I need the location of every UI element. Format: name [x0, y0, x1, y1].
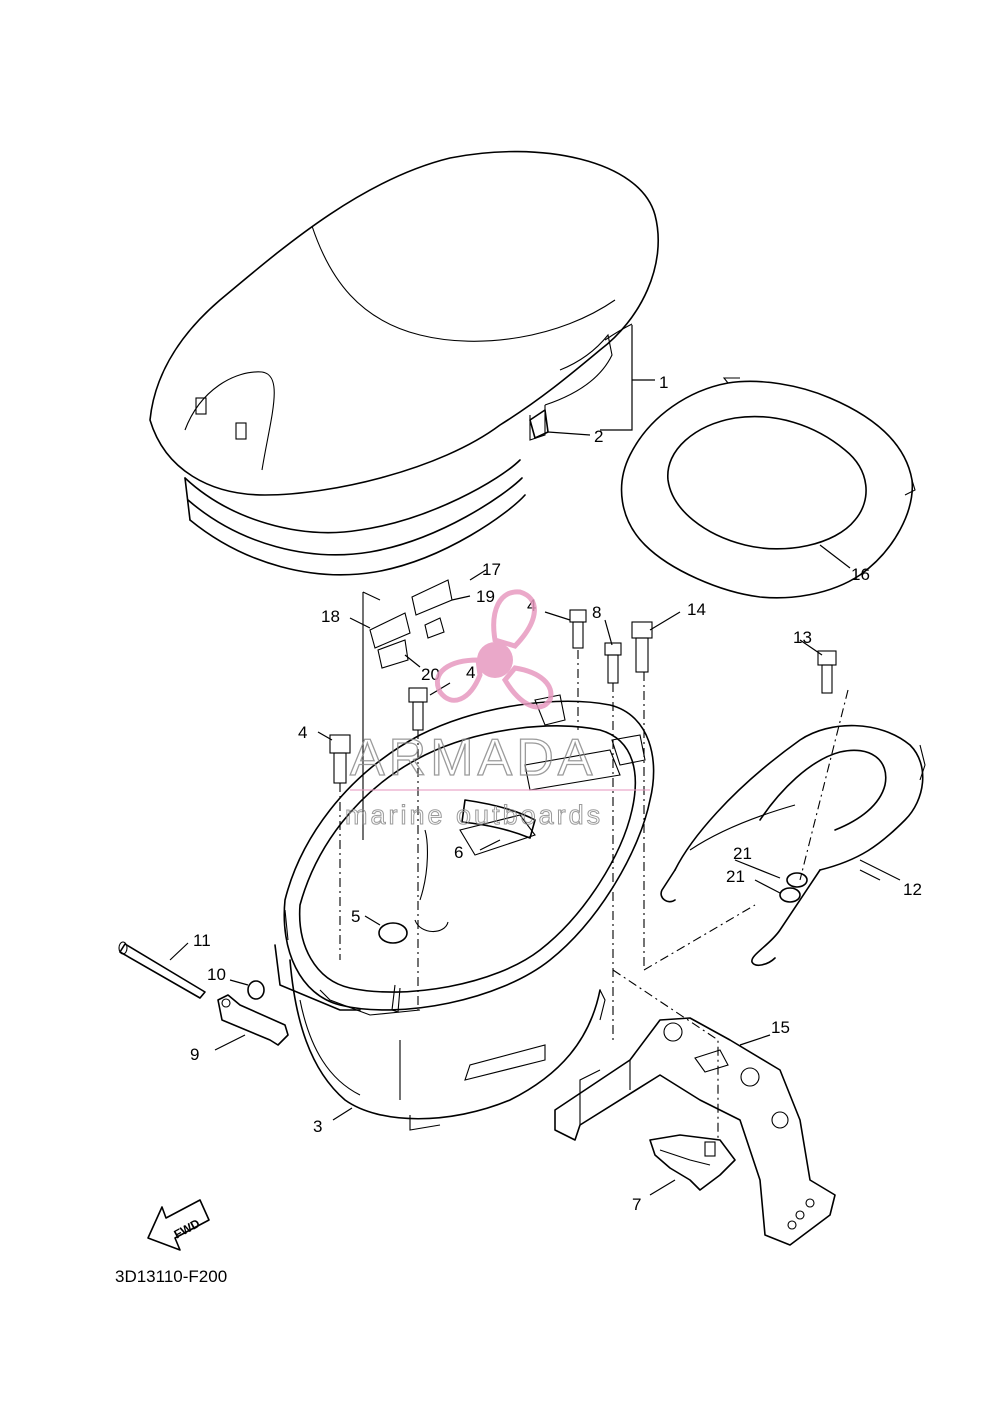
washer-part-21b	[779, 887, 801, 903]
clip-part-7	[649, 1134, 736, 1191]
pad-part-6	[461, 799, 536, 839]
diagram-code: 3D13110-F200	[115, 1267, 227, 1286]
plate-part-9	[217, 994, 289, 1046]
watermark-brand: ARMADA	[350, 729, 596, 787]
washer-part-21a	[786, 872, 808, 888]
callout-3: 3	[313, 1117, 322, 1136]
callout-4b: 4	[298, 723, 307, 742]
bolt-part-13	[817, 650, 837, 694]
assembly-lines	[339, 650, 849, 1140]
callout-21b: 21	[726, 867, 745, 886]
leader-lines	[169, 325, 881, 1196]
seat-frame-part	[620, 377, 916, 599]
callout-14: 14	[687, 600, 706, 619]
bracket-part	[554, 1017, 836, 1246]
bolt-part-14	[631, 621, 653, 673]
bolt-part-4c	[408, 687, 428, 731]
bolt-part-4b	[329, 734, 351, 784]
callout-17: 17	[482, 560, 501, 579]
callout-6: 6	[454, 843, 463, 862]
callout-10: 10	[207, 965, 226, 984]
pin-part-11	[118, 941, 206, 999]
cap-part-5	[378, 922, 408, 944]
callout-21a: 21	[733, 844, 752, 863]
callout-12: 12	[903, 880, 922, 899]
fwd-arrow-icon: FWD	[147, 1199, 210, 1251]
callout-15: 15	[771, 1018, 790, 1037]
watermark-tagline: marine outboards	[345, 800, 603, 830]
storage-box-part	[274, 694, 655, 1131]
callout-labels: 1 2 3 4 4 4 5 6 7 8 9 10 11 12 13 14 15 …	[190, 373, 922, 1214]
callout-16: 16	[851, 565, 870, 584]
callout-13: 13	[793, 628, 812, 647]
watermark: ARMADA marine outboards	[345, 589, 650, 831]
rack-part	[660, 724, 926, 967]
callout-8: 8	[592, 603, 601, 622]
callout-1: 1	[659, 373, 668, 392]
callout-19: 19	[476, 587, 495, 606]
nut-part-10	[247, 980, 265, 1000]
callout-9: 9	[190, 1045, 199, 1064]
callout-11: 11	[193, 931, 211, 950]
callout-4c: 4	[466, 663, 475, 682]
propeller-logo-icon	[435, 589, 554, 710]
fwd-label: FWD	[172, 1216, 203, 1241]
seat-part	[149, 150, 659, 576]
callout-18: 18	[321, 607, 340, 626]
bolt-part-8	[604, 642, 622, 684]
callout-5: 5	[351, 907, 360, 926]
callout-7: 7	[632, 1195, 641, 1214]
callout-2: 2	[594, 427, 603, 446]
bolt-part-4a	[569, 609, 587, 649]
